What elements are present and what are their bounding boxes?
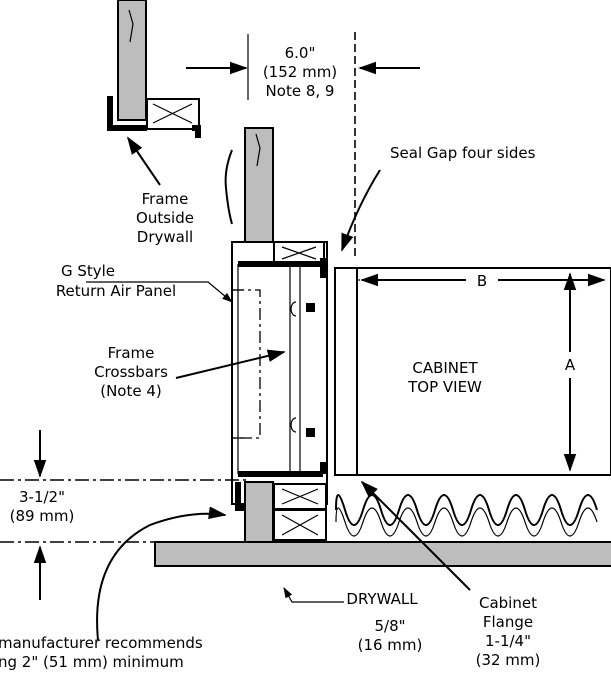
drywall-label: DRYWALL [346,590,418,608]
flex-duct-lower [335,507,598,537]
dim-a-label: A [565,356,576,374]
drywall-mm-label: (16 mm) [358,636,423,654]
cabinet-flange-label-4: (32 mm) [476,651,541,669]
cabinet-flange-label-2: Flange [483,613,533,631]
crossbars-label-2: Crossbars [94,363,168,381]
drywall-thickness-label: 5/8" [374,617,405,635]
seal-gap-label: Seal Gap four sides [390,144,536,162]
width-dimension: 6.0" (152 mm) Note 8, 9 [186,32,420,260]
frame-outside-label-3: Drywall [137,228,193,246]
upper-wall-detail [107,0,201,138]
frame-outside-label-1: Frame [142,190,189,208]
cabinet-flange-label-1: Cabinet [479,594,537,612]
recommendation-note-line-2: ng 2" (51 mm) minimum [0,653,184,671]
width-dimension-label: 6.0" [285,44,316,62]
lower-stud-detail [235,481,327,543]
main-wall-stud [244,127,274,259]
crossbars-label-3: (Note 4) [100,382,162,400]
drywall-band [154,541,611,567]
height-dimension-label: 3-1/2" [19,488,65,506]
width-dimension-mm-label: (152 mm) [263,63,337,81]
height-dimension: 3-1/2" (89 mm) [10,430,75,600]
cabinet-top-view-label: TOP VIEW [407,378,482,396]
cabinet-label: CABINET [412,359,478,377]
dim-b-label: B [477,272,487,290]
cabinet: B A CABINET TOP VIEW [334,267,611,476]
return-air-panel [231,241,328,505]
cabinet-flange-label-3: 1-1/4" [485,632,531,650]
crossbars-label-1: Frame [108,344,155,362]
recommendation-note-line-1: manufacturer recommends [0,634,203,652]
height-dimension-mm-label: (89 mm) [10,507,75,525]
g-style-label: G Style [61,262,115,280]
frame-outside-label-2: Outside [136,209,194,227]
width-note-label: Note 8, 9 [266,82,335,100]
return-air-panel-label: Return Air Panel [56,282,176,300]
